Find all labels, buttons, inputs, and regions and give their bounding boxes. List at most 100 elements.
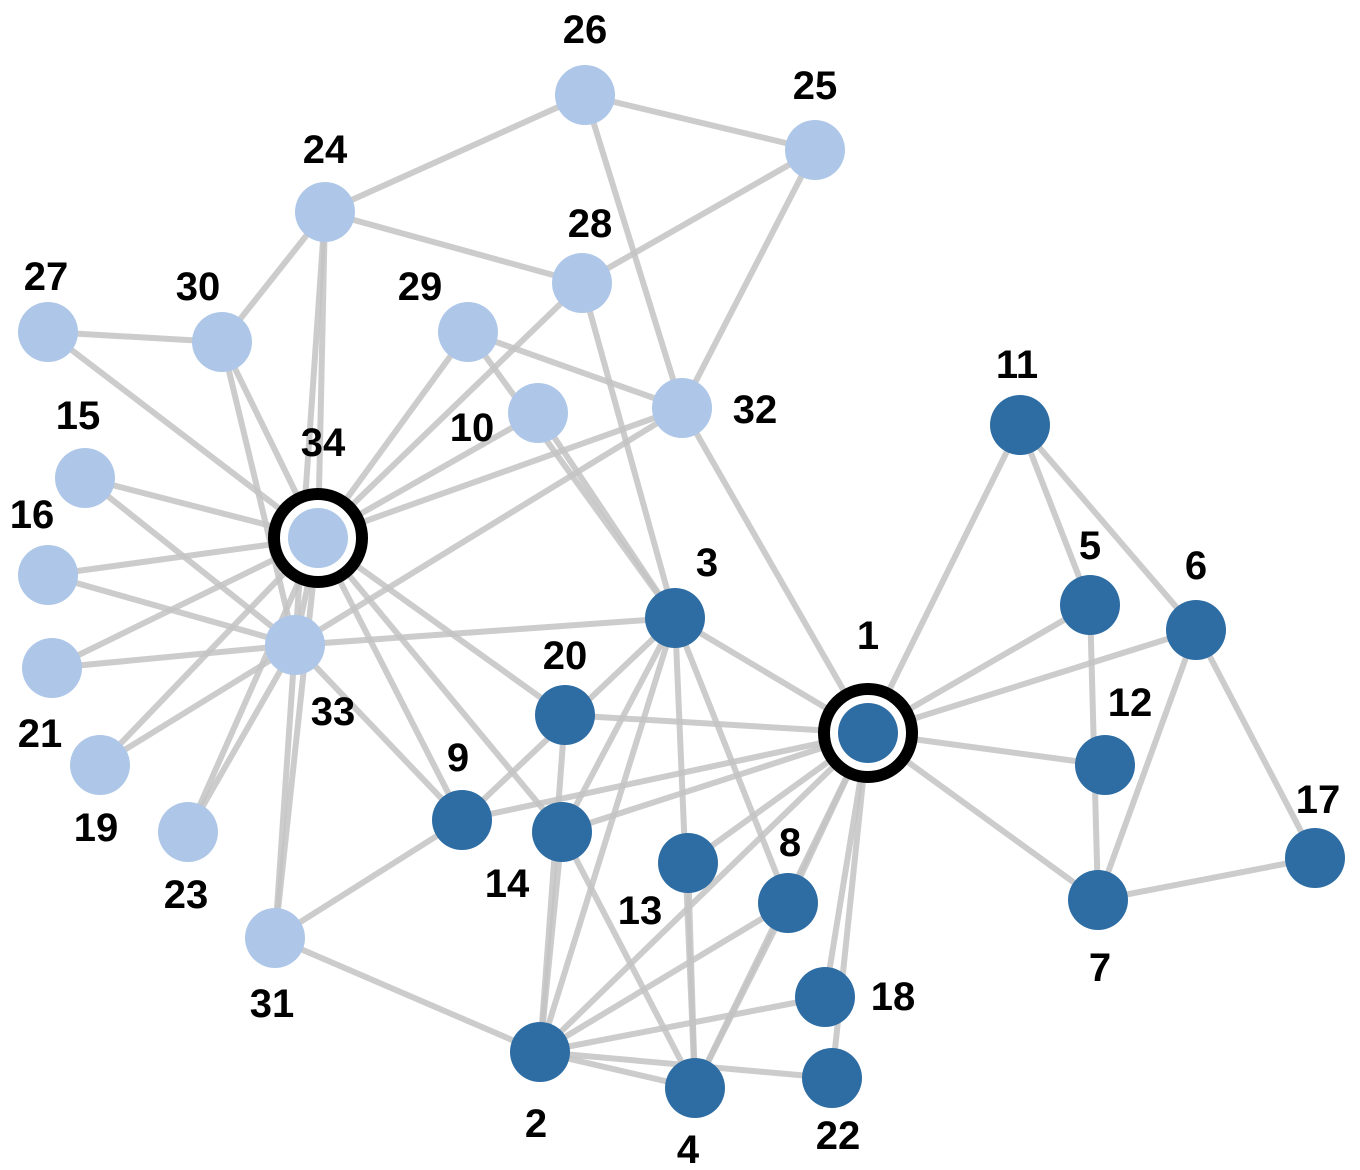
node-label-20: 20: [543, 634, 588, 678]
graph-edge-4-8: [692, 901, 791, 1090]
graph-edge-28-34: [315, 280, 585, 541]
graph-node-10: [508, 383, 568, 443]
node-label-29: 29: [398, 265, 443, 309]
node-label-30: 30: [176, 265, 221, 309]
graph-edge-25-28: [580, 147, 817, 286]
graph-node-17: [1285, 828, 1345, 888]
node-label-9: 9: [447, 736, 469, 780]
graph-edge-29-32: [466, 329, 684, 411]
graph-edge-3-28: [579, 282, 678, 619]
node-label-19: 19: [74, 806, 119, 850]
graph-node-21: [22, 638, 82, 698]
graph-node-13: [658, 833, 718, 893]
graph-node-9: [432, 790, 492, 850]
graph-node-2: [510, 1022, 570, 1082]
node-label-13: 13: [618, 889, 663, 933]
graph-edge-9-31: [273, 817, 464, 941]
graph-edge-25-26: [584, 92, 816, 153]
graph-edge-24-34: [315, 211, 328, 539]
graph-edge-3-33: [294, 615, 676, 648]
node-label-6: 6: [1185, 544, 1207, 588]
node-label-11: 11: [996, 343, 1038, 387]
graph-node-12: [1075, 735, 1135, 795]
graph-edge-1-32: [679, 406, 871, 735]
node-label-17: 17: [1296, 778, 1341, 822]
node-label-7: 7: [1089, 946, 1111, 990]
graph-edge-23-33: [185, 643, 298, 834]
graph-node-14: [532, 802, 592, 862]
graph-edge-9-34: [315, 536, 465, 822]
graph-edge-20-34: [316, 535, 567, 718]
graph-edge-2-31: [273, 935, 542, 1055]
graph-edge-24-28: [324, 209, 583, 286]
node-label-23: 23: [164, 873, 209, 917]
graph-edge-30-33: [219, 341, 298, 646]
graph-node-27: [18, 302, 78, 362]
graph-edge-2-20: [537, 714, 568, 1053]
graph-edge-3-8: [672, 616, 791, 905]
graph-edge-14-34: [315, 536, 565, 834]
graph-edge-1-2: [537, 730, 871, 1055]
graph-edge-7-17: [1097, 855, 1316, 903]
graph-edge-1-6: [867, 627, 1197, 736]
graph-edge-2-18: [539, 994, 826, 1055]
graph-node-23: [158, 802, 218, 862]
node-label-24: 24: [303, 128, 348, 172]
graph-node-31: [245, 908, 305, 968]
graph-node-8: [758, 873, 818, 933]
graph-edge-25-32: [679, 148, 818, 410]
graph-node-29: [438, 302, 498, 362]
graph-node-4: [665, 1058, 725, 1118]
node-label-34: 34: [301, 421, 346, 465]
graph-node-18: [795, 967, 855, 1027]
node-label-15: 15: [56, 394, 101, 438]
node-label-8: 8: [779, 821, 801, 865]
graph-node-15: [55, 448, 115, 508]
graph-edge-1-11: [865, 423, 1023, 735]
graph-node-6: [1166, 600, 1226, 660]
graph-node-28: [552, 253, 612, 313]
graph-node-11: [990, 395, 1050, 455]
graph-node-7: [1068, 870, 1128, 930]
graph-edge-31-34: [272, 537, 321, 939]
node-label-22: 22: [816, 1114, 861, 1158]
graph-node-30: [192, 312, 252, 372]
node-label-2: 2: [525, 1102, 547, 1146]
graph-node-5: [1060, 575, 1120, 635]
graph-edge-32-33: [293, 405, 684, 648]
node-label-18: 18: [871, 975, 916, 1019]
graph-node-19: [70, 735, 130, 795]
node-label-5: 5: [1079, 524, 1101, 568]
graph-edge-9-33: [292, 642, 465, 823]
graph-edge-15-33: [83, 475, 297, 648]
node-label-26: 26: [563, 8, 608, 52]
graph-edge-27-34: [46, 329, 320, 541]
graph-edge-2-3: [537, 617, 678, 1053]
graph-edge-3-14: [559, 616, 678, 834]
node-label-21: 21: [18, 712, 63, 756]
graph-edge-6-17: [1193, 628, 1318, 860]
node-label-32: 32: [733, 388, 778, 432]
graph-edge-32-34: [316, 405, 684, 541]
graph-node-20: [535, 685, 595, 745]
graph-node-22: [802, 1048, 862, 1108]
graph-edge-5-11: [1017, 423, 1093, 607]
node-label-28: 28: [568, 202, 613, 246]
node-label-31: 31: [250, 982, 295, 1026]
graph-edge-2-8: [538, 900, 790, 1055]
graph-edge-24-26: [323, 92, 587, 215]
node-label-4: 4: [677, 1128, 700, 1170]
graph-node-32: [652, 378, 712, 438]
node-label-3: 3: [696, 541, 718, 585]
graph-node-26: [555, 65, 615, 125]
node-label-25: 25: [793, 64, 838, 108]
graph-edge-4-13: [685, 862, 698, 1089]
node-label-12: 12: [1108, 681, 1153, 725]
graph-edge-4-14: [559, 830, 698, 1090]
graph-node-16: [18, 545, 78, 605]
graph-edge-6-7: [1095, 628, 1199, 902]
node-label-33: 33: [311, 690, 356, 734]
node-label-27: 27: [24, 255, 69, 299]
